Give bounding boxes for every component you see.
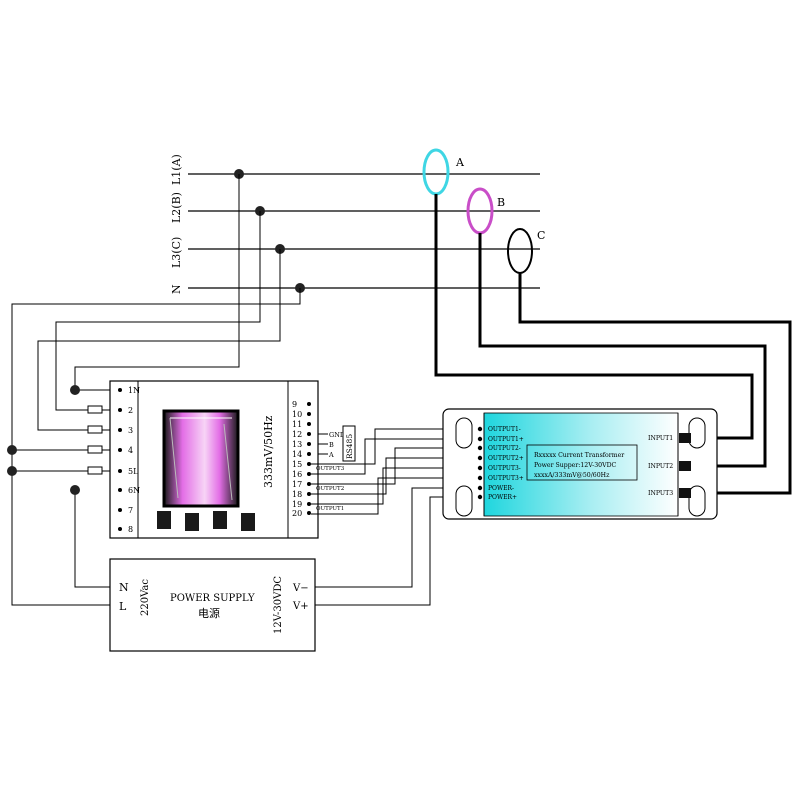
transducer-terminal-label: OUTPUT2+ [488,455,524,462]
coil-a: A [422,148,465,196]
transducer-left-dots [477,426,483,500]
transducer-info: Rxxxxx Current Transformer Power Supper:… [534,452,624,479]
meter-left-dots [118,388,122,531]
transducer-module: OUTPUT1- OUTPUT1+ OUTPUT2- OUTPUT2+ OUTP… [442,408,718,520]
transducer-terminal-label: OUTPUT2- [488,445,521,452]
power-supply-input-voltage: 220Vac [140,579,151,616]
terminal-label: 4 [128,446,133,455]
output-label: OUTPUT2 [316,486,344,492]
coil-leads [434,194,792,495]
terminal-label: 7 [128,506,133,515]
terminal-label: 18 [292,490,302,499]
input-label: INPUT2 [648,463,673,470]
rs485-label: RS485 [345,434,354,459]
line-l3-label: L3(C) [170,237,183,268]
terminal-label: 20 [292,509,302,518]
rs485-block: GND B A RS485 [318,425,356,462]
line-l1-label: L1(A) [170,154,183,185]
terminal-label: 14 [292,450,302,459]
line-l2-label: L2(B) [170,192,183,223]
meter-right-terminal-labels: 9 10 11 12 13 14 15 16 17 18 19 20 [292,400,302,518]
meter-button[interactable] [157,511,171,529]
transducer-terminal-label: OUTPUT1- [488,426,521,433]
terminal-label: 16 [292,470,302,479]
input-label: INPUT1 [648,435,673,442]
terminal-label: 1N [128,386,140,395]
terminal-label: 5L [128,467,139,476]
transducer-terminal-label: OUTPUT3- [488,465,521,472]
terminal-label: 3 [128,426,133,435]
power-supply: N L 220Vac POWER SUPPLY 电源 12V-30VDC V− … [109,558,316,652]
meter-button[interactable] [185,513,199,531]
transducer-input-labels: INPUT1 INPUT2 INPUT3 [648,435,673,497]
coil-a-label: A [455,156,465,169]
meter-right-dots [307,402,311,515]
output-label: OUTPUT1 [316,506,344,512]
transducer-terminal-label: OUTPUT1+ [488,436,524,443]
terminal-label: 13 [292,440,302,449]
power-supply-title: POWER SUPPLY [170,593,255,604]
coil-c-label: C [537,229,545,242]
phase-labels: L1(A) L2(B) L3(C) N [170,154,183,294]
meter-left-terminal-labels: 1N 2 3 4 5L 6N 7 8 [128,386,140,534]
output-label: OUTPUT3 [316,466,345,472]
coil-c: C [507,228,545,274]
terminal-label: 2 [128,406,133,415]
transducer-terminal-label: OUTPUT3+ [488,475,524,482]
input-label: INPUT3 [648,490,673,497]
power-supply-vminus: V− [292,583,309,594]
rs485-b: B [329,441,334,449]
line-n-label: N [170,284,183,294]
power-supply-output-voltage: 12V-30VDC [273,576,284,634]
power-supply-subtitle: 电源 [198,606,220,620]
transducer-terminal-label: POWER+ [488,494,517,501]
terminal-label: 10 [292,410,302,419]
power-supply-n: N [119,581,129,594]
rs485-gnd: GND [329,431,345,439]
transducer-left-labels: OUTPUT1- OUTPUT1+ OUTPUT2- OUTPUT2+ OUTP… [488,426,524,501]
meter-output-labels: OUTPUT3 OUTPUT2 OUTPUT1 [316,466,345,512]
input-connectors [679,433,691,498]
transducer-info-line1: Rxxxxx Current Transformer [534,452,624,459]
terminal-label: 15 [292,460,302,469]
transducer-terminal-label: POWER- [488,485,514,492]
meter-button[interactable] [213,511,227,529]
meter-buttons [157,511,255,531]
terminal-label: 19 [292,500,302,509]
meter-rating-label: 333mV/50Hz [262,415,275,488]
terminal-label: 12 [292,430,302,439]
terminal-label: 9 [292,400,297,409]
power-supply-l: L [119,600,127,613]
rs485-a: A [328,451,334,459]
terminal-label: 8 [128,525,133,534]
terminal-label: 6N [128,486,140,495]
transducer-info-line2: Power Supper:12V-30VDC [534,462,617,469]
meter-display [162,409,240,508]
transducer-info-line3: xxxxA/333mV@50/60Hz [534,472,610,479]
coil-b-label: B [497,196,505,209]
meter-button[interactable] [241,513,255,531]
terminal-label: 11 [292,420,302,429]
fuse-symbols [87,405,103,475]
terminal-label: 17 [292,480,302,489]
meter-module: 1N 2 3 4 5L 6N 7 8 333mV/50Hz 9 10 [87,380,319,539]
wire-junctions [7,385,80,495]
phase-junctions [234,169,305,293]
power-supply-vplus: V+ [292,601,309,612]
